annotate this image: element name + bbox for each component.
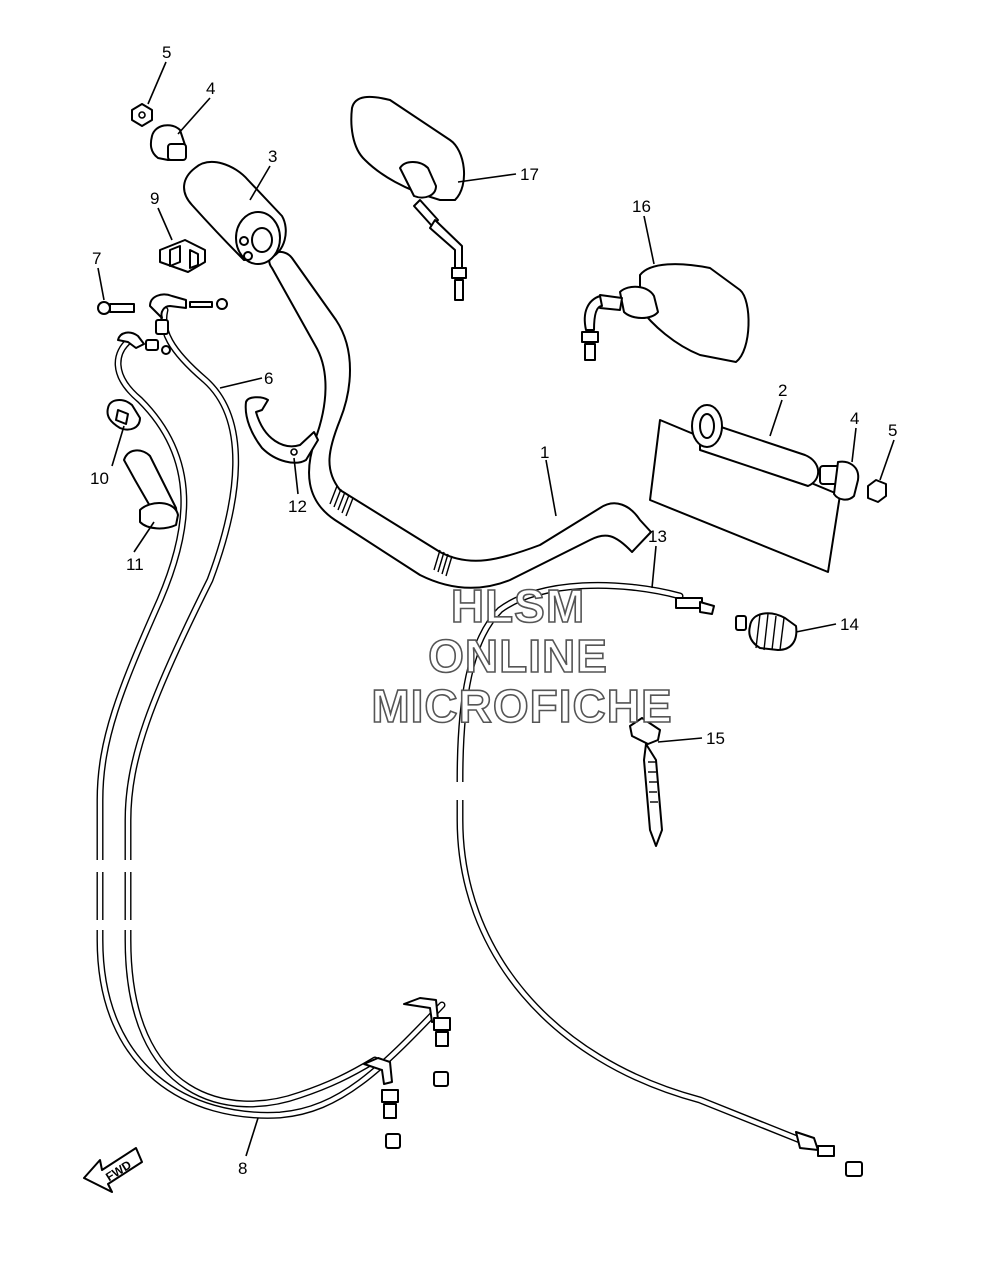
callout-1: 1: [540, 443, 549, 462]
bar-end-weight-right[interactable]: [819, 460, 860, 501]
cable-tie[interactable]: [629, 717, 663, 847]
knurled-band-right: [433, 549, 453, 577]
throttle-cable-return[interactable]: [124, 306, 379, 1108]
callout-10: 10: [90, 469, 109, 488]
watermark: HLSM ONLINE MICROFICHE: [371, 579, 673, 733]
bar-end-weight-left[interactable]: [149, 124, 187, 161]
clutch-cable[interactable]: [450, 581, 863, 1177]
cable-fitting-upper[interactable]: [117, 293, 228, 355]
callout-6: 6: [264, 369, 273, 388]
cable-clamp[interactable]: [106, 399, 141, 431]
callout-9: 9: [150, 189, 159, 208]
handlebar[interactable]: [268, 251, 841, 589]
callout-5: 5: [162, 43, 171, 62]
cable-boot[interactable]: [748, 612, 798, 651]
knurled-band-left: [329, 485, 354, 517]
callout-15: 15: [706, 729, 725, 748]
callout-7: 7: [92, 249, 101, 268]
wire-band-bracket[interactable]: [244, 396, 319, 464]
cable-holder[interactable]: [159, 239, 206, 273]
watermark-line-1: HLSM: [451, 580, 585, 632]
throttle-grip[interactable]: [183, 161, 287, 265]
bar-end-nut-left[interactable]: [131, 103, 153, 127]
watermark-line-2: ONLINE: [428, 630, 608, 682]
leader-lines: [97, 61, 895, 1157]
mirror-left[interactable]: [350, 95, 467, 301]
callout-4: 4: [206, 79, 215, 98]
callout-2: 2: [778, 381, 787, 400]
callout-13: 13: [648, 527, 667, 546]
callout-14: 14: [840, 615, 859, 634]
callout-17: 17: [520, 165, 539, 184]
screw[interactable]: [97, 301, 135, 315]
right-grip[interactable]: [691, 404, 820, 487]
forward-direction-arrow: FWD: [83, 1147, 143, 1193]
callout-5-right: 5: [888, 421, 897, 440]
callout-16: 16: [632, 197, 651, 216]
callout-4-right: 4: [850, 409, 859, 428]
callout-3: 3: [268, 147, 277, 166]
cable-fitting-lower[interactable]: [363, 997, 451, 1149]
throttle-cable-pull[interactable]: [96, 336, 446, 1119]
callout-12: 12: [288, 497, 307, 516]
bar-end-nut-right[interactable]: [867, 479, 887, 503]
callout-labels: 5 4 3 17 16 9 7 6 10 11 12 1 2 4 5 13 14…: [90, 43, 897, 1178]
callout-11: 11: [126, 555, 144, 574]
mirror-right[interactable]: [581, 263, 750, 363]
cable-break-marks: [92, 860, 134, 930]
cable-guide[interactable]: [123, 449, 179, 530]
callout-8: 8: [238, 1159, 247, 1178]
watermark-line-3: MICROFICHE: [371, 680, 672, 732]
